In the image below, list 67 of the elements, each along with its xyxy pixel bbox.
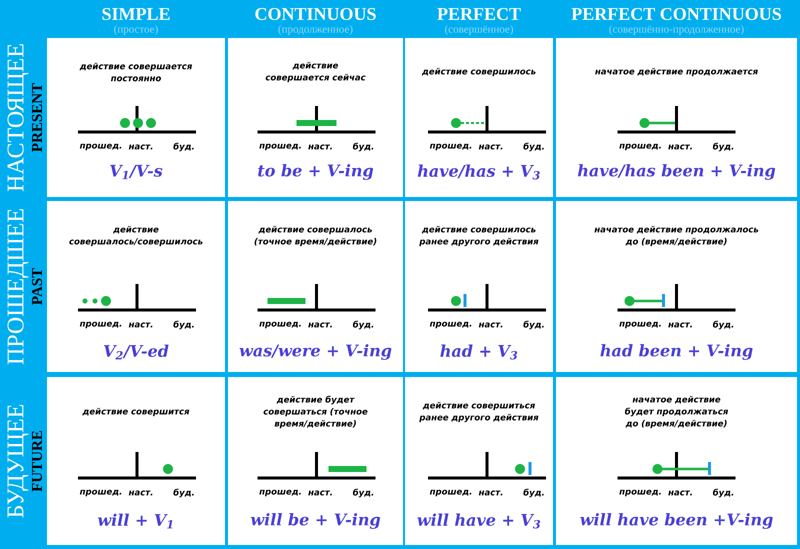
timeline-label: наст. — [308, 144, 332, 150]
formula-text: had + V$_{3}$ — [440, 344, 518, 360]
timeline-label: буд. — [352, 142, 374, 152]
timeline-label: буд. — [712, 142, 734, 152]
description-text: действие совершалось/совершилось — [69, 226, 202, 246]
formula-text: had been + V-ing — [600, 344, 753, 360]
timeline-label: наст. — [128, 322, 152, 328]
row-heading: НАСТОЯЩЕЕ — [8, 44, 28, 192]
description-text: действие совершается постоянно — [80, 62, 192, 82]
description-text: начатое действие будет продолжаться до (время/действие) — [624, 396, 728, 428]
timeline-label: прошед. — [259, 322, 301, 328]
timeline-label: наст. — [668, 490, 692, 496]
timeline-label: наст. — [668, 144, 692, 150]
timeline-label: прошед. — [430, 490, 472, 496]
timeline-label: наст. — [478, 144, 502, 150]
formula-text: will be + V-ing — [250, 513, 380, 529]
timeline-label: наст. — [128, 144, 152, 150]
formula-text: will have been +V-ing — [580, 513, 773, 529]
row-heading: ПРОШЕДШЕЕ — [8, 209, 28, 364]
formula-text: to be + V-ing — [258, 164, 374, 180]
timeline-label: буд. — [523, 142, 544, 152]
timeline-label: буд. — [352, 320, 374, 330]
formula-text: will have + V$_{3}$ — [417, 514, 540, 528]
timeline-label: буд. — [352, 488, 374, 498]
timeline-label: наст. — [308, 322, 332, 328]
timeline-label: буд. — [523, 320, 544, 330]
timeline-label: буд. — [712, 320, 734, 330]
column-heading: CONTINUOUS — [255, 8, 376, 20]
row-heading: БУДУЩЕЕ — [8, 404, 28, 518]
timeline-label: наст. — [668, 322, 692, 328]
timeline-label: прошед. — [430, 144, 472, 150]
timeline-label: прошед. — [619, 322, 661, 328]
description-text: начатое действие продолжается — [595, 68, 758, 76]
timeline-label: прошед. — [430, 322, 472, 328]
description-text: действие совершиться ранее другого действия — [419, 402, 538, 422]
timeline-label: буд. — [173, 142, 194, 152]
timeline-label: прошед. — [619, 144, 661, 150]
description-text: начатое действие продолжалось до (время/действие) — [594, 226, 758, 246]
description-text: действие совершается сейчас — [266, 62, 366, 82]
timeline-label: прошед. — [259, 490, 301, 496]
timeline-label: наст. — [478, 490, 502, 496]
description-text: действие совершилось — [422, 68, 536, 76]
description-text: действие будет совершаться (точное время/действие) — [264, 396, 368, 428]
column-heading: SIMPLE — [102, 8, 170, 20]
description-text: действие совершится — [82, 408, 190, 416]
timeline-label: буд. — [173, 488, 194, 498]
timeline-label: прошед. — [619, 490, 661, 496]
formula-text: V$_{2}$/V-ed — [104, 344, 169, 360]
formula-text: have/has been + V-ing — [578, 164, 776, 180]
timeline-label: буд. — [712, 488, 734, 498]
timeline-label: прошед. — [80, 144, 122, 150]
timeline-label: наст. — [128, 490, 152, 496]
description-text: действие совершалось (точное время/действие) — [254, 226, 376, 246]
column-heading: PERFECT — [437, 8, 521, 20]
timeline-label: прошед. — [259, 144, 301, 150]
timeline-label: буд. — [523, 488, 544, 498]
description-text: действие совершилось ранее другого действия — [419, 226, 538, 246]
timeline-label: буд. — [173, 320, 194, 330]
column-heading: PERFECT CONTINUOUS — [572, 8, 781, 20]
timeline-label: прошед. — [80, 490, 122, 496]
timeline-label: наст. — [308, 490, 332, 496]
formula-text: V$_{1}$/V-s — [110, 164, 162, 180]
formula-text: have/has + V$_{3}$ — [418, 164, 540, 180]
timeline-label: наст. — [478, 322, 502, 328]
formula-text: will + V$_{1}$ — [98, 514, 172, 528]
formula-text: was/were + V-ing — [240, 344, 392, 360]
timeline-label: прошед. — [80, 322, 122, 328]
